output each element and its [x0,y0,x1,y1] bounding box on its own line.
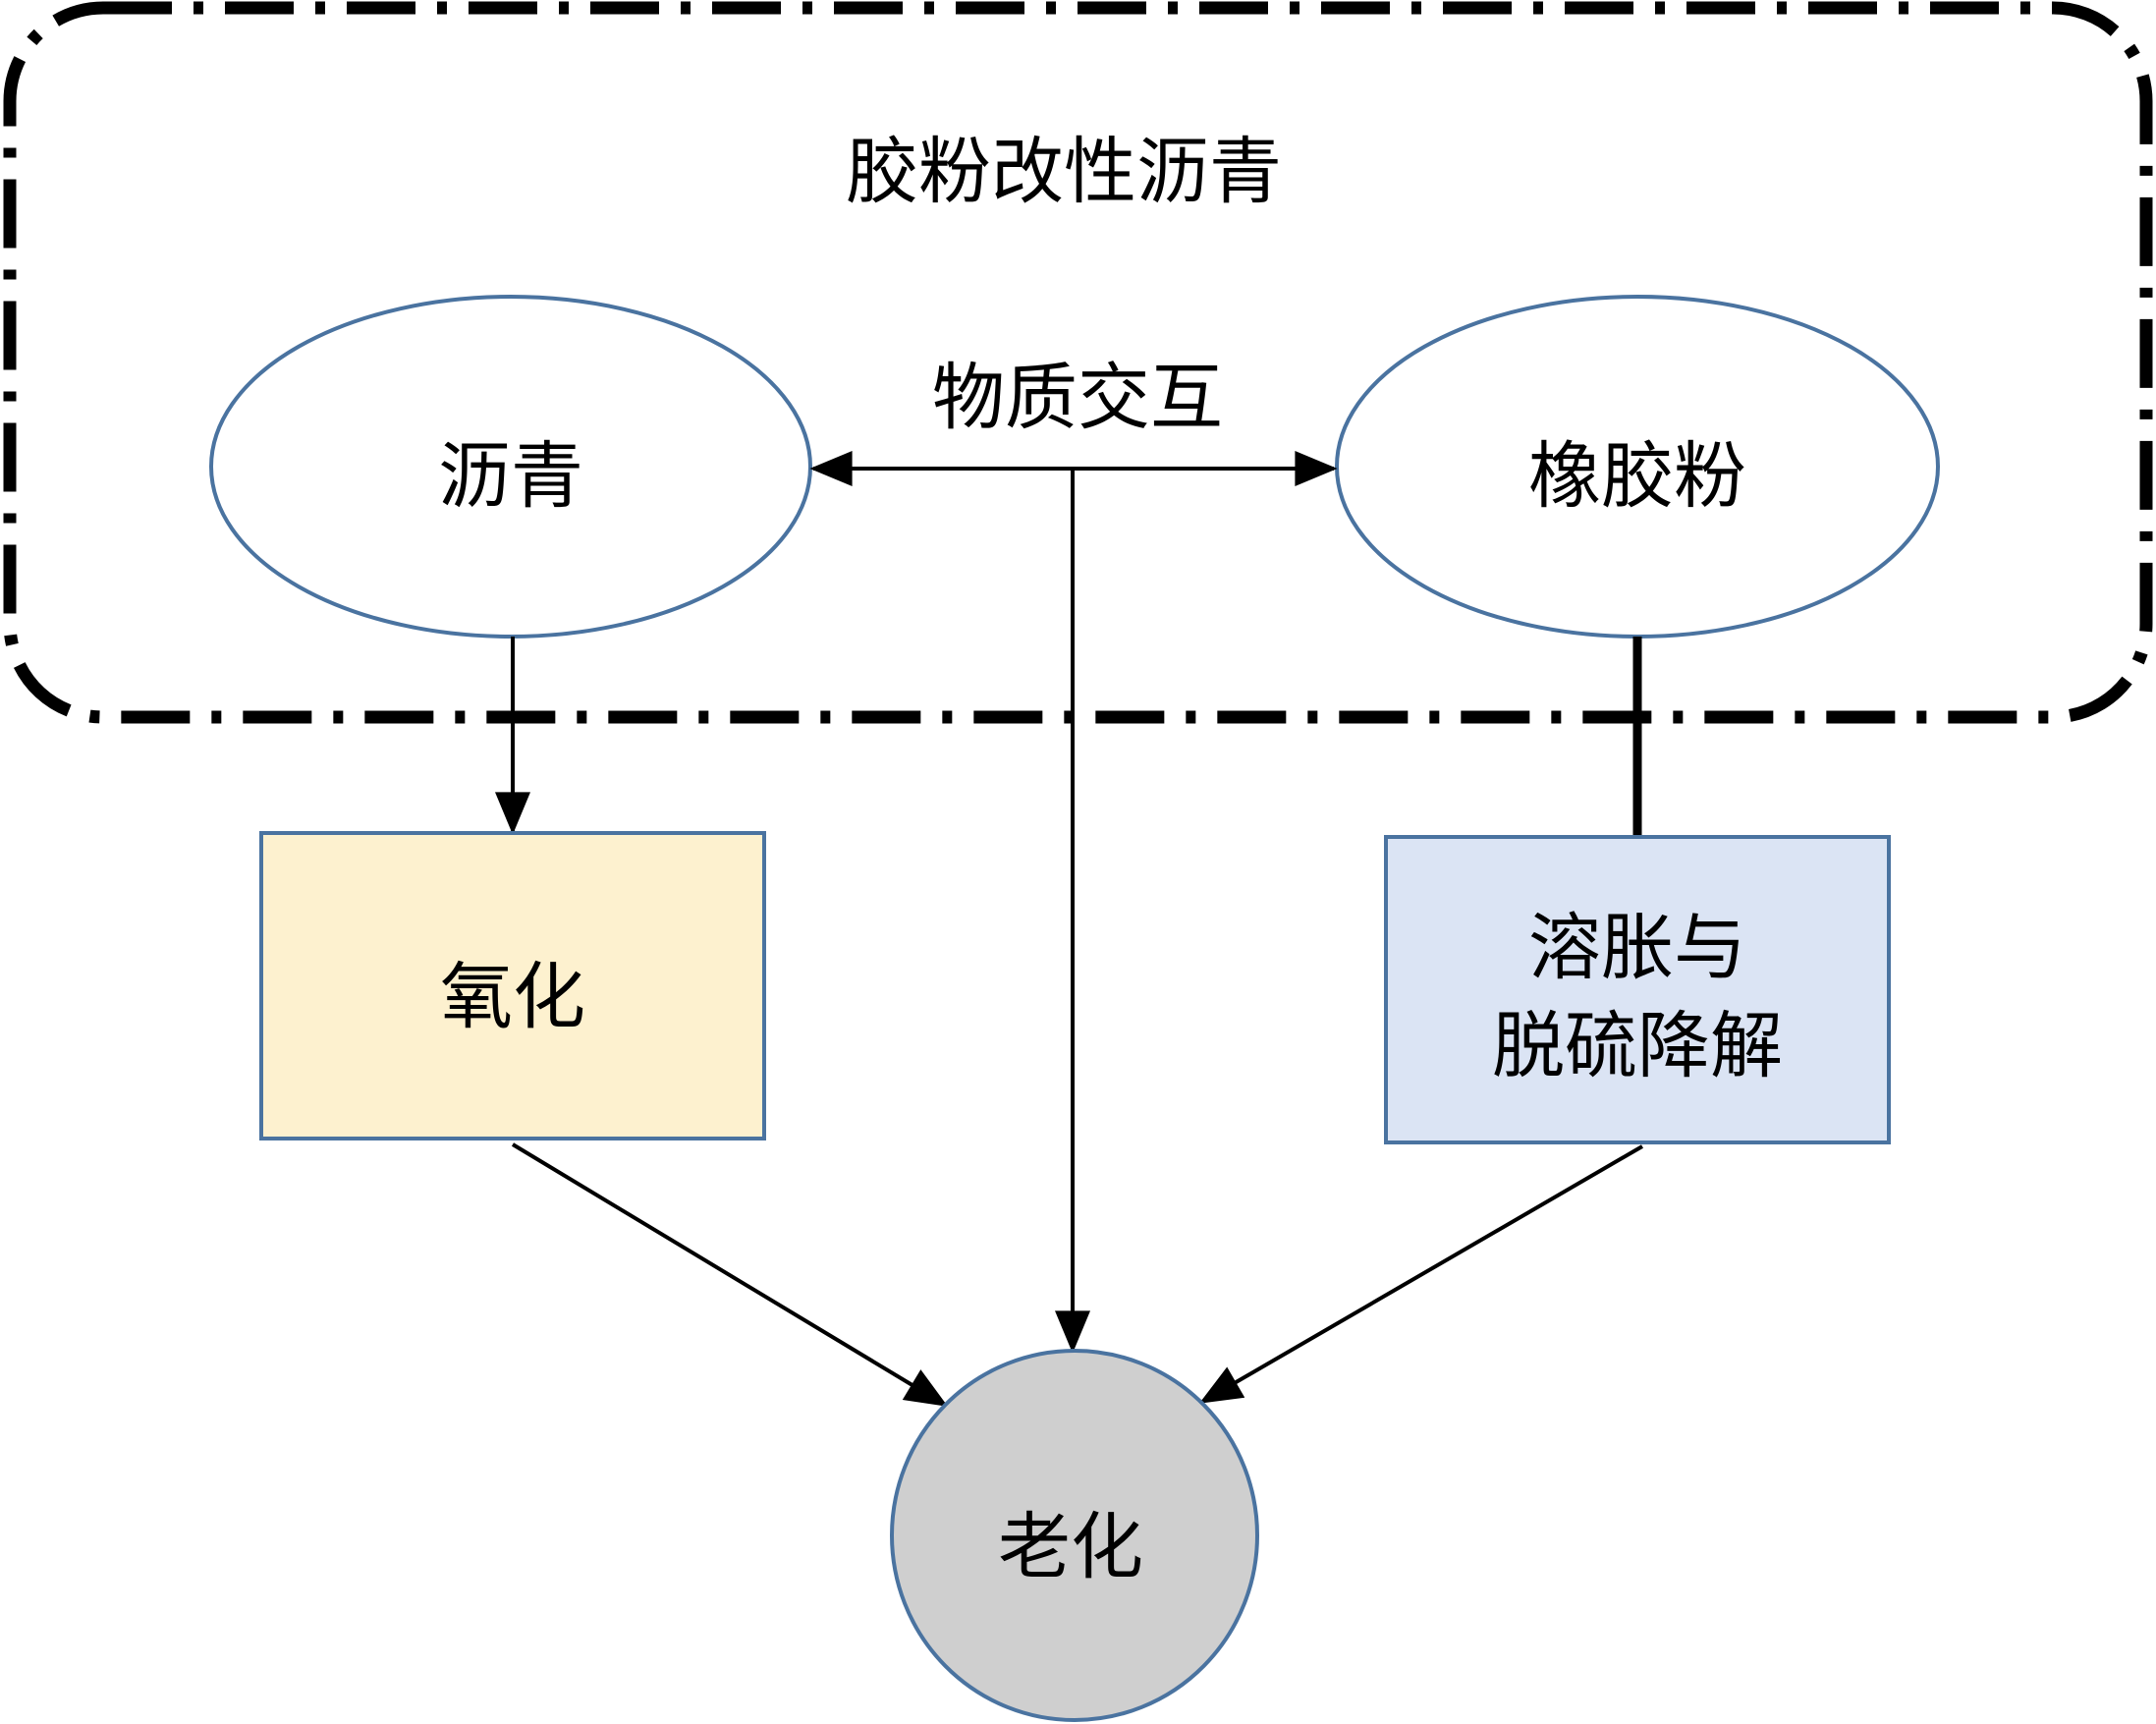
node-rubber-label: 橡胶粉 [1528,434,1746,519]
group-title: 胶粉改性沥青 [846,130,1282,214]
node-oxidation-label: 氧化 [440,955,585,1039]
edge-oxidation-aging [511,1142,949,1407]
node-asphalt-label: 沥青 [438,434,583,519]
node-swelling-label-line1: 溶胀与 [1528,906,1746,990]
node-oxidation [259,831,766,1140]
node-swelling-label-line2: 脱硫降解 [1492,1004,1783,1088]
edge-swelling-aging [1198,1144,1644,1404]
node-aging-label: 老化 [998,1505,1143,1589]
node-swelling [1384,835,1891,1144]
edge-interaction-label: 物质交互 [932,356,1223,440]
node-aging [890,1349,1259,1722]
group-boundary [3,1,2153,724]
